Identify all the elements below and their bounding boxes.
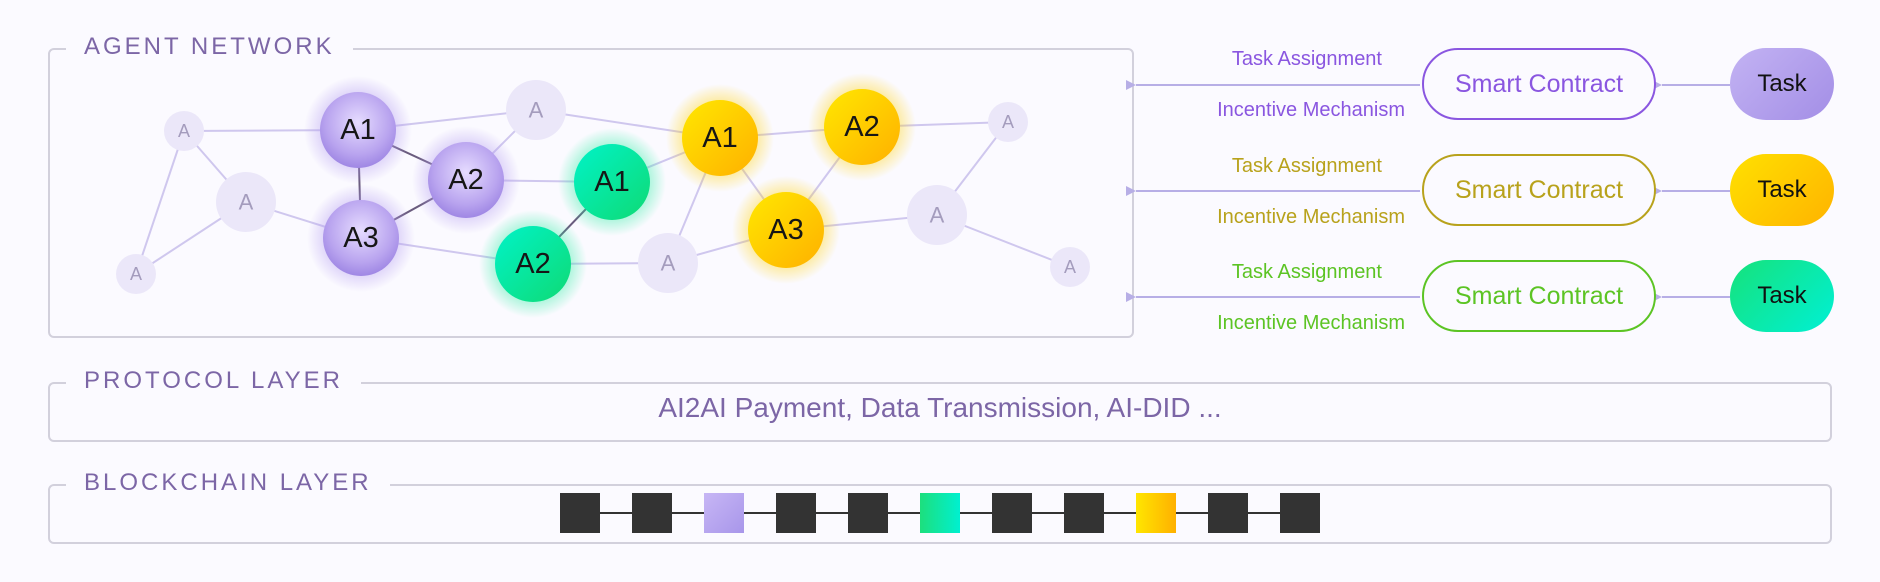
agent-node: A3	[732, 176, 840, 284]
agent-node-label: A2	[844, 111, 879, 143]
task-assignment-label-3: Task Assignment	[1231, 261, 1382, 283]
agent-node: A	[988, 102, 1028, 142]
agent-node: A1	[304, 76, 412, 184]
agent-network-title: AGENT NETWORK	[66, 33, 353, 61]
agent-node: A2	[479, 210, 587, 318]
agent-node: A	[638, 233, 698, 293]
protocol-layer-panel	[48, 382, 1832, 442]
incentive-mechanism-label-3: Incentive Mechanism	[1217, 312, 1405, 334]
task-2: Task	[1730, 154, 1834, 226]
smart-contract-3: Smart Contract	[1422, 260, 1656, 332]
block	[992, 493, 1032, 533]
agent-node-label: A	[1064, 257, 1076, 277]
smart-contract-1: Smart Contract	[1422, 48, 1656, 120]
block	[848, 493, 888, 533]
incentive-mechanism-label-1: Incentive Mechanism	[1217, 99, 1405, 121]
block	[776, 493, 816, 533]
blockchain-layer-panel	[48, 484, 1832, 544]
agent-node: A	[116, 254, 156, 294]
block	[704, 493, 744, 533]
agent-node-label: A	[930, 203, 945, 228]
task-assignment-label-2: Task Assignment	[1231, 155, 1382, 177]
agent-node: A	[907, 185, 967, 245]
block	[920, 493, 960, 533]
smart-contract-2: Smart Contract	[1422, 154, 1656, 226]
agent-node-label: A	[1002, 112, 1014, 132]
agent-node-label: A2	[448, 164, 483, 196]
task-assignment-label-1: Task Assignment	[1231, 48, 1382, 70]
blockchain-layer-title: BLOCKCHAIN LAYER	[66, 469, 390, 497]
agent-node: A	[164, 111, 204, 151]
protocol-layer-text: AI2AI Payment, Data Transmission, AI-DID…	[658, 392, 1222, 423]
block	[1208, 493, 1248, 533]
agent-node: A2	[412, 126, 520, 234]
agent-node-label: A	[130, 264, 142, 284]
protocol-layer-title: PROTOCOL LAYER	[66, 367, 361, 395]
block	[632, 493, 672, 533]
blockchain-blocks	[560, 493, 1320, 533]
agent-node: A3	[307, 184, 415, 292]
agent-node: A1	[558, 128, 666, 236]
agent-node-label: A1	[702, 122, 737, 154]
contract-arrows	[1126, 80, 1730, 302]
block	[1136, 493, 1176, 533]
block	[1064, 493, 1104, 533]
agent-node: A2	[808, 73, 916, 181]
agent-node-label: A3	[343, 222, 378, 254]
incentive-mechanism-label-2: Incentive Mechanism	[1217, 206, 1405, 228]
agent-node: A	[216, 172, 276, 232]
task-1: Task	[1730, 48, 1834, 120]
agent-node-label: A	[661, 251, 676, 276]
agent-node-label: A1	[594, 166, 629, 198]
agent-node-label: A	[529, 98, 544, 123]
agent-node-label: A2	[515, 248, 550, 280]
agent-node-label: A3	[768, 214, 803, 246]
agent-node: A1	[666, 84, 774, 192]
agent-node: A	[506, 80, 566, 140]
task-3: Task	[1730, 260, 1834, 332]
network-edge	[135, 130, 185, 275]
agent-node-label: A1	[340, 114, 375, 146]
agent-node-label: A	[178, 121, 190, 141]
block	[1280, 493, 1320, 533]
agent-node: A	[1050, 247, 1090, 287]
block	[560, 493, 600, 533]
agent-node-label: A	[239, 190, 254, 215]
